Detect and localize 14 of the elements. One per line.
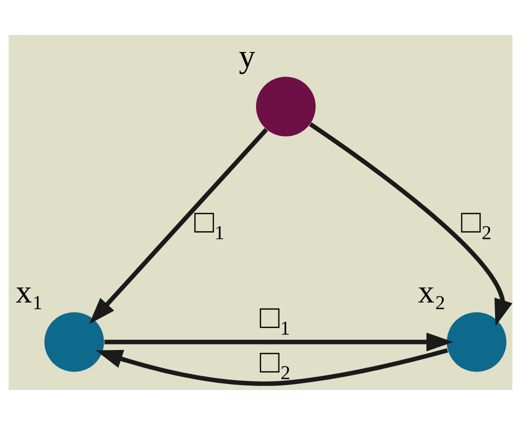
edge-label: □₁ [194, 204, 226, 240]
arrow [309, 122, 512, 326]
edge-label: □₂ [460, 204, 492, 240]
arrow [96, 348, 448, 386]
node-label: y [238, 38, 256, 75]
node-label: x₁ [16, 274, 44, 310]
node-circle [446, 312, 506, 372]
arrow [104, 332, 454, 351]
arrow [89, 127, 268, 324]
node-label: x₂ [418, 274, 446, 310]
edge-label: □₁ [260, 300, 292, 336]
node-circle [44, 312, 104, 372]
edge-label: □₂ [260, 344, 292, 380]
node-circle [256, 76, 316, 136]
